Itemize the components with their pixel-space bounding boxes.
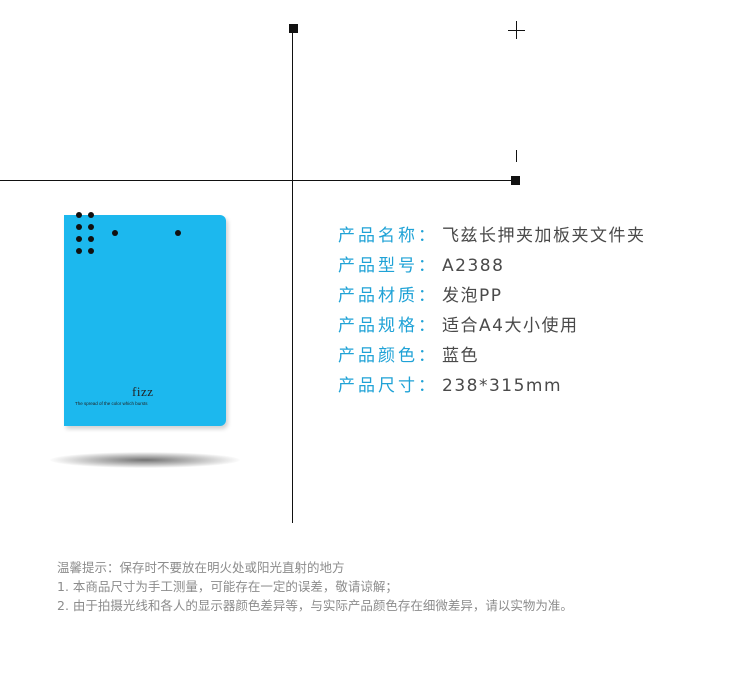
- tick-mark: [516, 150, 517, 162]
- spec-label: 产品规格：: [338, 316, 438, 336]
- spec-value: A2388: [442, 256, 505, 276]
- spec-row-material: 产品材质：发泡PP: [338, 283, 646, 313]
- spec-row-color: 产品颜色：蓝色: [338, 343, 646, 373]
- folder-hole: [175, 230, 181, 236]
- spec-value: 适合A4大小使用: [442, 316, 579, 336]
- folder-hole: [88, 248, 94, 254]
- folder-slogan: The spread of the color which bursts: [75, 401, 148, 406]
- horizontal-guide-line: [0, 180, 516, 181]
- product-spec-list: 产品名称：飞兹长押夹加板夹文件夹 产品型号：A2388 产品材质：发泡PP 产品…: [338, 223, 646, 403]
- spec-row-name: 产品名称：飞兹长押夹加板夹文件夹: [338, 223, 646, 253]
- folder-hole: [76, 236, 82, 242]
- folder-hole: [76, 248, 82, 254]
- folder-hole: [88, 236, 94, 242]
- folder-hole: [76, 212, 82, 218]
- spec-label: 产品型号：: [338, 256, 438, 276]
- spec-label: 产品名称：: [338, 226, 438, 246]
- spec-label: 产品尺寸：: [338, 376, 438, 396]
- spec-row-dimensions: 产品尺寸：238*315mm: [338, 373, 646, 403]
- notice-block: 温馨提示：保存时不要放在明火处或阳光直射的地方 1. 本商品尺寸为手工测量，可能…: [57, 558, 573, 615]
- spec-value: 蓝色: [442, 346, 479, 366]
- right-square-marker: [511, 176, 520, 185]
- top-square-marker: [289, 24, 298, 33]
- notice-item: 1. 本商品尺寸为手工测量，可能存在一定的误差，敬请谅解；: [57, 579, 398, 594]
- spec-value: 238*315mm: [442, 376, 563, 396]
- spec-row-size-spec: 产品规格：适合A4大小使用: [338, 313, 646, 343]
- notice-title: 温馨提示：保存时不要放在明火处或阳光直射的地方: [57, 560, 345, 575]
- folder-hole: [112, 230, 118, 236]
- spec-label: 产品颜色：: [338, 346, 438, 366]
- folder-brand-logo: fizz: [132, 384, 154, 399]
- spec-value: 发泡PP: [442, 286, 503, 306]
- notice-item: 2. 由于拍摄光线和各人的显示器颜色差异等，与实际产品颜色存在细微差异，请以实物…: [57, 598, 573, 613]
- spec-row-model: 产品型号：A2388: [338, 253, 646, 283]
- product-shadow: [50, 452, 240, 468]
- folder-hole: [76, 224, 82, 230]
- folder-hole: [88, 224, 94, 230]
- product-folder-image: fizz The spread of the color which burst…: [64, 212, 226, 426]
- folder-hole: [88, 212, 94, 218]
- spec-label: 产品材质：: [338, 286, 438, 306]
- vertical-guide-line: [292, 30, 293, 523]
- crosshair-icon-vertical: [516, 21, 517, 39]
- spec-value: 飞兹长押夹加板夹文件夹: [442, 226, 646, 246]
